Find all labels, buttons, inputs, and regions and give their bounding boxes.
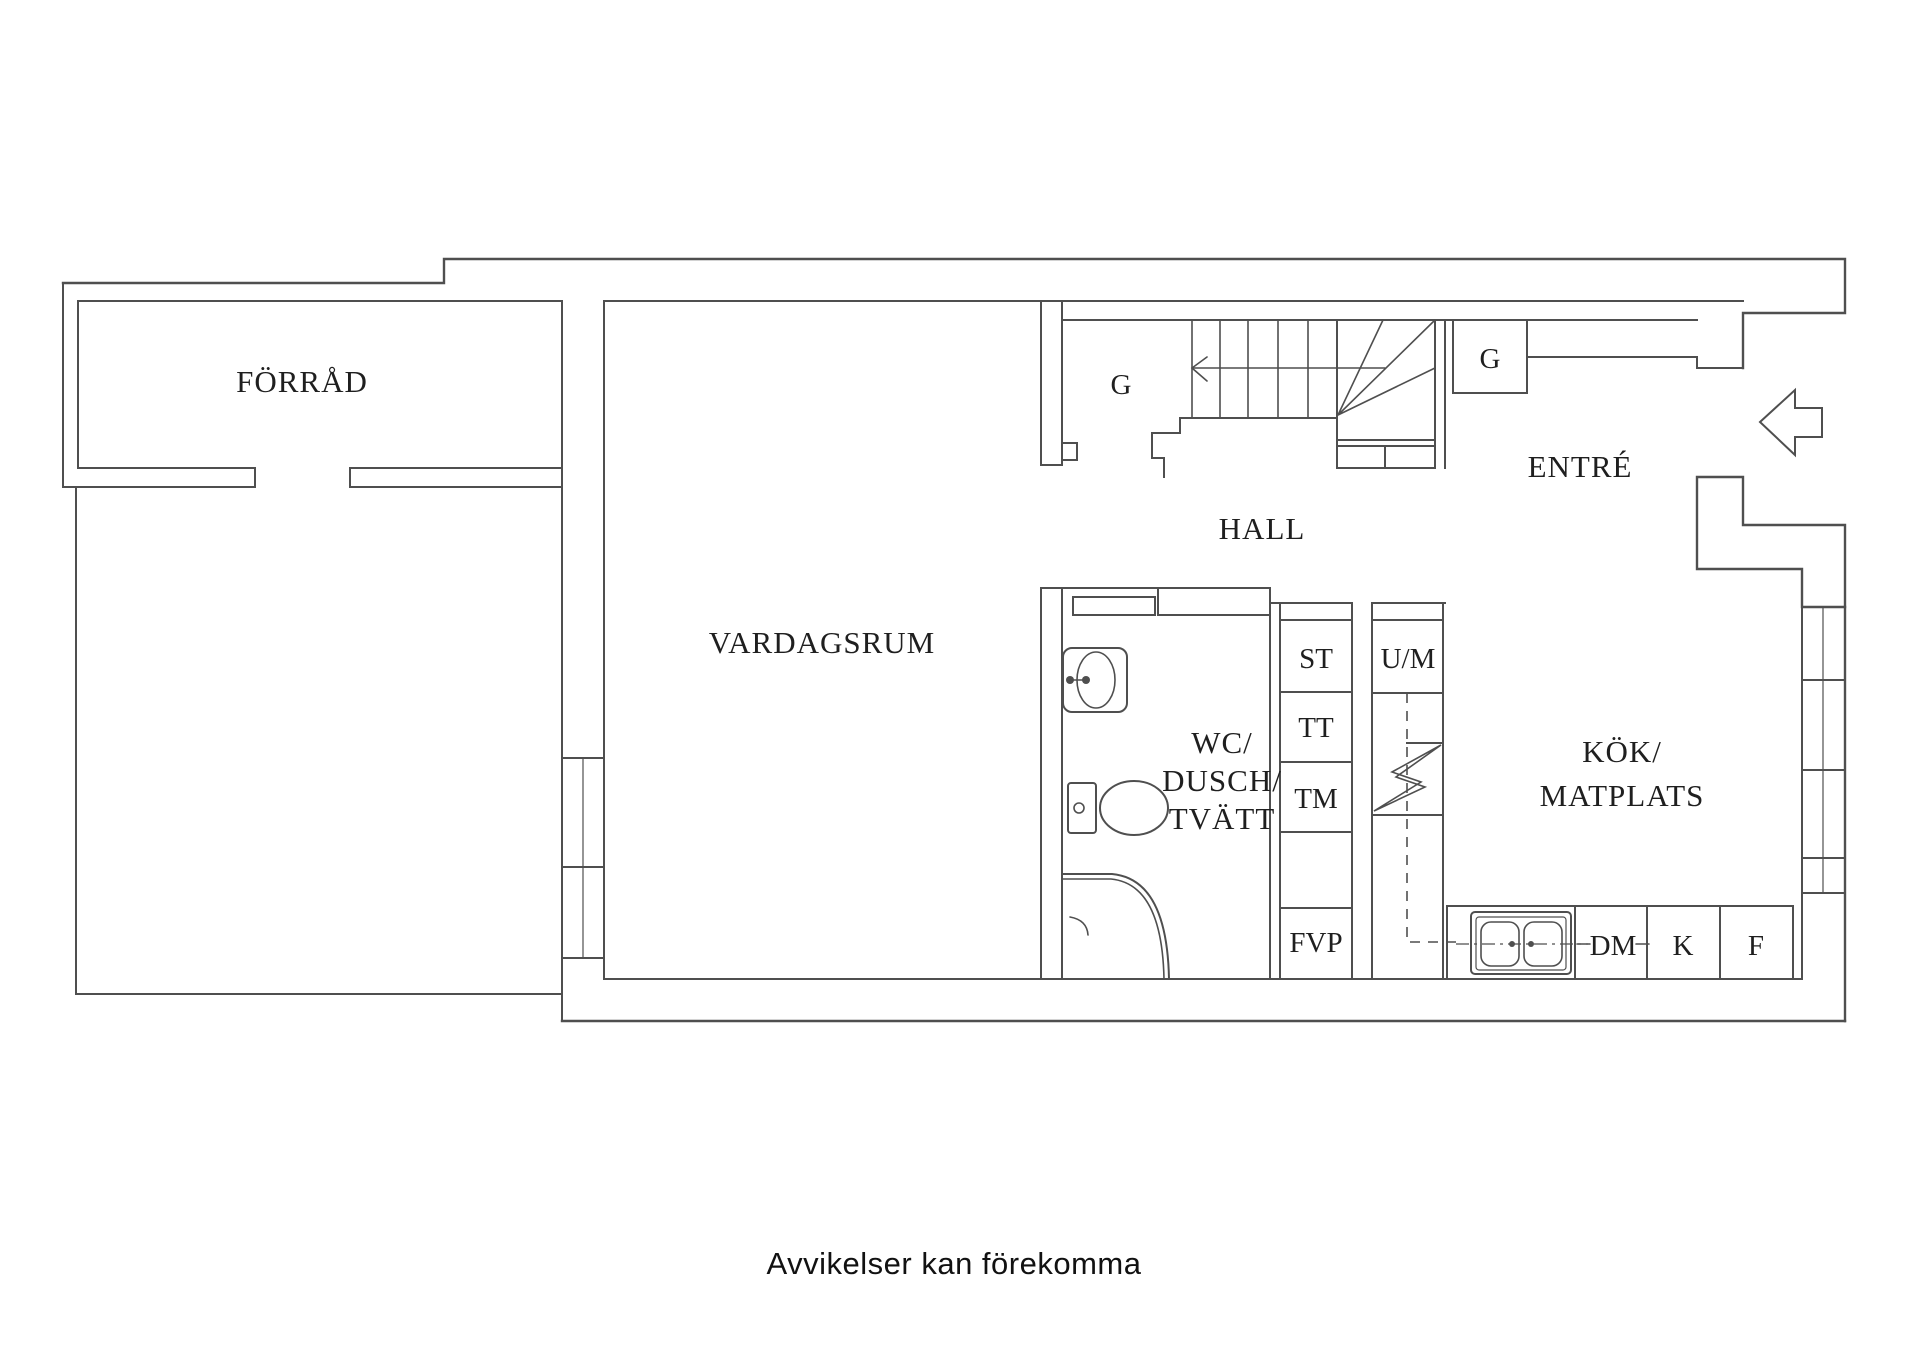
kitchen-counter xyxy=(1446,905,1794,980)
entry-hat-shelf xyxy=(1526,319,1744,369)
label-wardrobe-entry: G xyxy=(1480,343,1501,375)
label-bathroom-line3: TVÄTT xyxy=(1169,801,1276,836)
bathroom xyxy=(1061,587,1271,981)
east-window-dividers xyxy=(1801,679,1846,894)
terrace-outline xyxy=(75,486,563,995)
disclaimer-caption: Avvikelser kan förekomma xyxy=(767,1246,1142,1281)
closet-walls xyxy=(1269,587,1446,980)
label-living-room: VARDAGSRUM xyxy=(709,625,936,660)
label-hall: HALL xyxy=(1219,511,1306,546)
label-fridge: K xyxy=(1673,930,1694,962)
entry-wardrobe-box xyxy=(1444,319,1528,394)
stair-landing-steps xyxy=(1151,417,1181,478)
label-entry: ENTRÉ xyxy=(1528,449,1633,484)
stair-treads xyxy=(1191,319,1309,419)
label-storage: FÖRRÅD xyxy=(236,364,368,399)
exterior-walls xyxy=(61,257,1847,1023)
staircase xyxy=(1061,319,1446,478)
living-hall-wall-upper xyxy=(1040,300,1063,466)
labels: FÖRRÅD VARDAGSRUM HALL ENTRÉ WC/ DUSCH/ … xyxy=(236,343,1764,962)
label-dishwasher: DM xyxy=(1590,930,1637,962)
stair-direction-arrowhead xyxy=(1190,356,1208,382)
living-hall-wall-lower xyxy=(1040,587,1063,980)
bathroom-sink xyxy=(1062,647,1128,713)
bathroom-top-wall xyxy=(1061,587,1271,616)
electric-bolt-icon xyxy=(1373,744,1442,812)
toilet xyxy=(1067,780,1169,836)
label-bathroom-line2: DUSCH/ xyxy=(1162,763,1282,798)
label-closet-um: U/M xyxy=(1381,643,1436,675)
label-kitchen-line1: KÖK/ xyxy=(1582,734,1662,769)
entry-wardrobe xyxy=(1444,319,1744,394)
bathroom-door-leaf xyxy=(1072,596,1156,616)
counter-outline xyxy=(1446,905,1794,980)
living-hall-wall xyxy=(1040,300,1078,980)
label-closet-tt: TT xyxy=(1298,712,1334,744)
closet-columns xyxy=(1269,587,1462,980)
label-closet-tm: TM xyxy=(1294,783,1338,815)
storage-and-terrace-walls xyxy=(62,282,563,995)
shower-curtain xyxy=(1062,873,1171,981)
label-closet-fvp: FVP xyxy=(1289,927,1342,959)
entrance-arrow-icon xyxy=(1758,387,1823,458)
label-bathroom-line1: WC/ xyxy=(1191,725,1253,760)
conduit-dashed-line xyxy=(1406,693,1462,943)
outer-top-wall xyxy=(61,257,1847,370)
floor-drain-arc xyxy=(1069,916,1089,936)
door-stop-notch xyxy=(1061,442,1078,461)
entry-lower-wall-block xyxy=(1695,475,1847,609)
understair-box xyxy=(1336,439,1436,469)
storage-inner xyxy=(77,301,563,488)
label-closet-st: ST xyxy=(1299,643,1333,675)
label-kitchen-line2: MATPLATS xyxy=(1540,778,1705,813)
label-wardrobe-stair: G xyxy=(1111,369,1132,401)
kitchen-sink xyxy=(1456,911,1588,975)
label-freezer: F xyxy=(1748,930,1764,962)
